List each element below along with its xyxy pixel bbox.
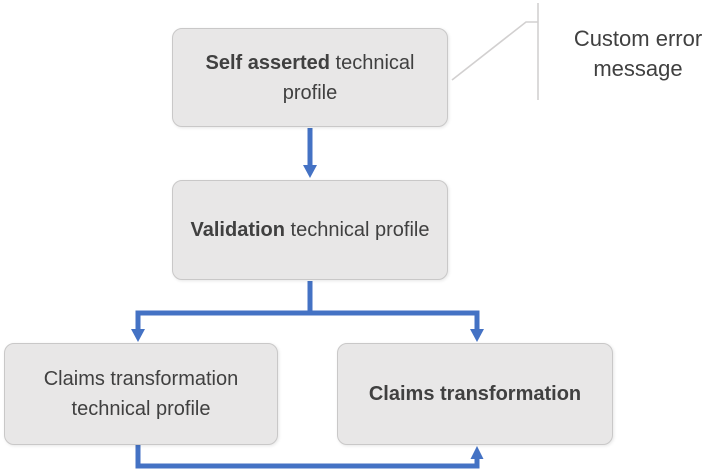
node-self-asserted-technical-profile: Self asserted technical profile <box>172 28 448 127</box>
node-label: Self asserted technical profile <box>183 48 437 108</box>
node-label-bold: Validation <box>190 219 285 241</box>
node-label: Claims transformation technical profile <box>15 364 267 424</box>
edge-claims-tp-to-claims-transformation <box>135 445 480 469</box>
callout-leader-line <box>451 21 538 81</box>
node-claims-transformation-technical-profile: Claims transformation technical profile <box>4 343 278 445</box>
arrowhead-into-validation <box>303 165 317 178</box>
edge-validation-to-claims-tp <box>135 310 310 330</box>
node-label-rest: Claims transformation technical profile <box>43 368 239 420</box>
node-label: Validation technical profile <box>191 215 430 245</box>
node-validation-technical-profile: Validation technical profile <box>172 180 448 280</box>
edge-validation-to-claims-transformation <box>310 310 480 330</box>
arrowhead-into-claims-tp <box>131 329 145 342</box>
node-claims-transformation: Claims transformation <box>337 343 613 445</box>
arrowhead-up-into-claims-transformation <box>470 446 484 459</box>
arrowhead-into-claims-transformation <box>470 329 484 342</box>
node-label-bold: Claims transformation <box>368 383 582 405</box>
node-label-bold: Self asserted <box>205 51 330 74</box>
node-label: Claims transformation <box>369 379 581 409</box>
node-label-rest: technical profile <box>284 219 430 241</box>
custom-error-annotation: Custom error message <box>573 26 703 81</box>
node-label-rest: technical profile <box>282 51 415 104</box>
